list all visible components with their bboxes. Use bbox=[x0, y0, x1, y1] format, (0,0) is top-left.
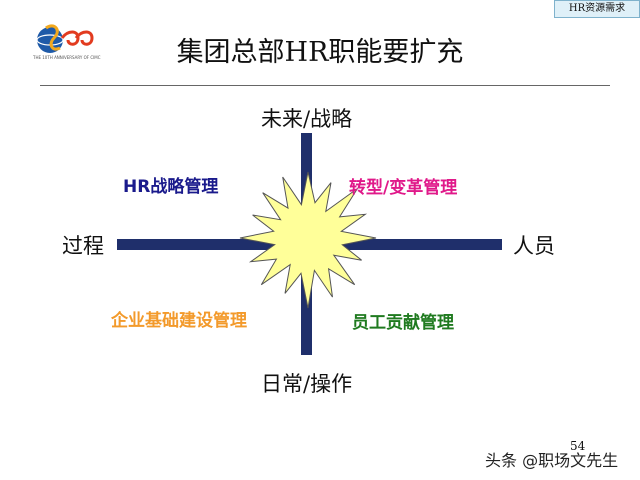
axis-label-right: 人员 bbox=[513, 234, 555, 258]
axis-label-left: 过程 bbox=[62, 234, 104, 258]
watermark: 头条 @职场文先生 bbox=[485, 451, 619, 470]
title-divider bbox=[40, 85, 610, 86]
quadrant-top-right: 转型/变革管理 bbox=[349, 178, 458, 198]
axis-label-top: 未来/战略 bbox=[261, 107, 353, 131]
quadrant-bottom-left: 企业基础建设管理 bbox=[111, 311, 247, 331]
quadrant-bottom-right: 员工贡献管理 bbox=[352, 313, 454, 333]
page-number: 54 bbox=[570, 439, 586, 453]
axis-label-bottom: 日常/操作 bbox=[261, 372, 353, 396]
cimc-logo bbox=[36, 24, 94, 53]
logo-caption: THE 10TH ANNIVERSARY OF CIMC bbox=[33, 55, 101, 60]
center-starburst bbox=[239, 171, 377, 309]
quadrant-top-left: HR战略管理 bbox=[123, 177, 219, 197]
page-title: 集团总部HR职能要扩充 bbox=[176, 37, 464, 68]
